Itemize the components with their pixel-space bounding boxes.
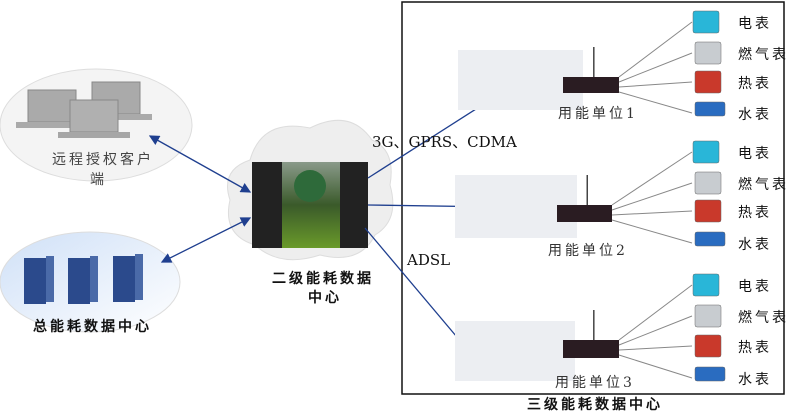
water-meter-icon: [694, 366, 726, 382]
unit-label: 用能单位3: [555, 375, 635, 391]
link-remote-clients: [148, 135, 252, 193]
meter-connection: [618, 354, 693, 379]
meter-label: 电表: [738, 16, 772, 32]
heat-meter-icon: [694, 70, 722, 94]
heat-meter-icon: [694, 334, 722, 358]
meter-label: 热表: [738, 76, 772, 92]
router-device: [563, 340, 619, 358]
meter-label: 燃气表: [738, 177, 789, 193]
unit-label: 用能单位1: [558, 106, 638, 122]
unit-building-image: [458, 50, 583, 110]
router-device: [563, 77, 619, 93]
level3-boundary: [401, 1, 785, 395]
level3-center-label: 三级能耗数据中心: [527, 397, 663, 413]
unit-building-image: [455, 321, 575, 381]
level2-datacenter-image: [227, 119, 394, 261]
electric-meter-icon: [692, 273, 720, 297]
meter-connection: [618, 315, 693, 346]
remote-clients-label-2: 端: [90, 172, 104, 188]
meter-connection: [611, 210, 693, 216]
level2-center-label: 二级能耗数据: [272, 271, 374, 287]
water-meter-icon: [694, 231, 726, 247]
meter-label: 燃气表: [738, 47, 789, 63]
meter-label: 热表: [738, 205, 772, 221]
meter-label: 电表: [738, 279, 772, 295]
meter-connection: [611, 182, 693, 211]
gas-meter-icon: [694, 171, 722, 195]
meter-connection: [611, 151, 693, 206]
electric-meter-icon: [692, 10, 720, 34]
meter-connection: [618, 284, 693, 341]
link-main-center: [160, 217, 252, 263]
main-center-servers: [0, 231, 181, 333]
meter-connection: [618, 21, 693, 78]
level2-center-label-2: 中心: [308, 290, 342, 306]
meter-label: 燃气表: [738, 310, 789, 326]
heat-meter-icon: [694, 199, 722, 223]
unit-building-image: [455, 175, 577, 238]
wireless-link-label: 3G、GPRS、CDMA: [372, 133, 517, 151]
meter-connection: [618, 52, 693, 83]
electric-meter-icon: [692, 140, 720, 164]
meter-connection: [618, 345, 693, 351]
router-device: [557, 205, 612, 222]
unit-label: 用能单位2: [548, 243, 628, 259]
meter-label: 热表: [738, 340, 772, 356]
meter-connection: [618, 81, 693, 88]
water-meter-icon: [694, 101, 726, 117]
gas-meter-icon: [694, 304, 722, 328]
adsl-link-label: ADSL: [407, 251, 451, 269]
meter-label: 水表: [738, 237, 772, 253]
meter-label: 水表: [738, 372, 772, 388]
meter-connection: [611, 219, 693, 244]
meter-label: 水表: [738, 107, 772, 123]
remote-clients-label: 远程授权客户: [52, 152, 154, 168]
meter-connection: [618, 91, 693, 114]
main-center-label: 总能耗数据中心: [33, 319, 152, 335]
gas-meter-icon: [694, 41, 722, 65]
remote-clients-laptops: [0, 68, 193, 182]
meter-label: 电表: [738, 146, 772, 162]
